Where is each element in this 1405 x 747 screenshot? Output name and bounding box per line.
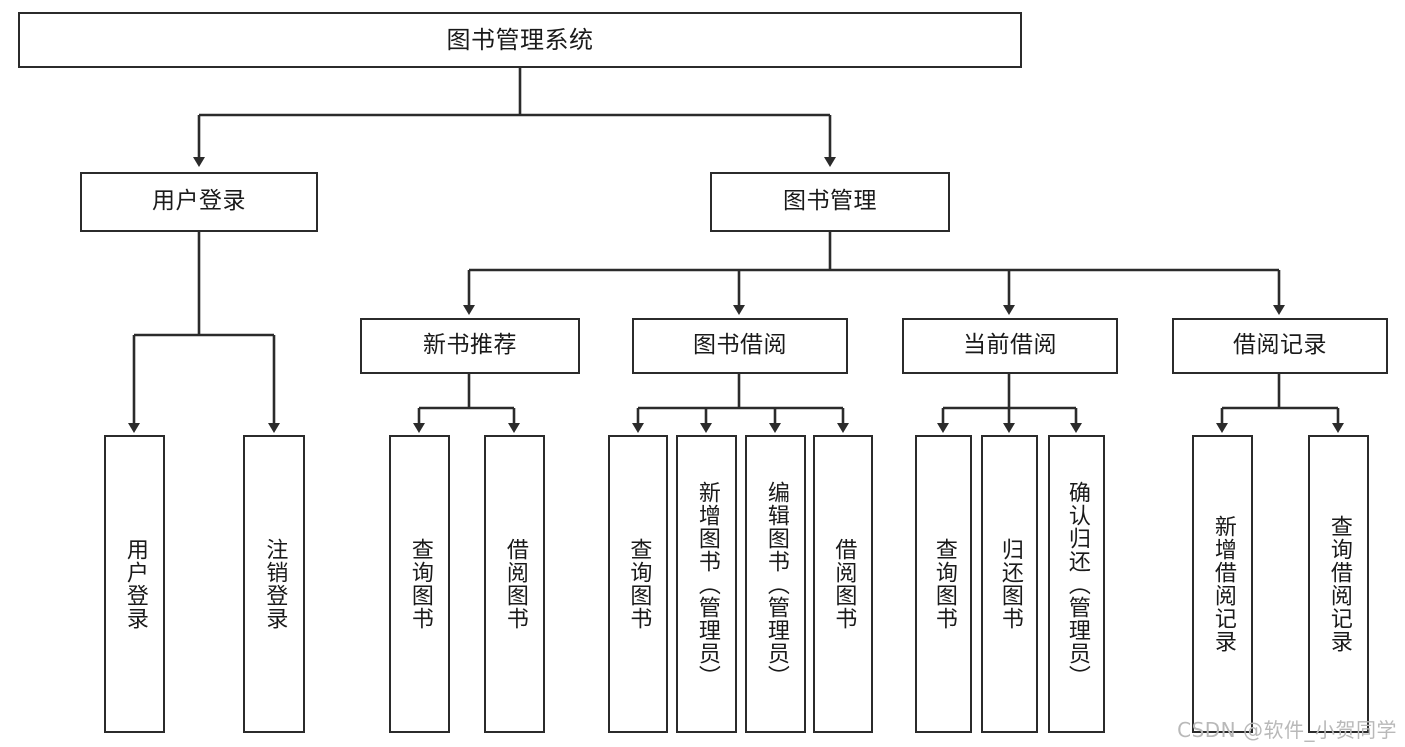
node-book-borrow-label: 图书借阅 [693, 332, 787, 359]
node-leaf-user-logout-label: 注销登录 [262, 538, 288, 630]
node-borrow-records[interactable]: 借阅记录 [1172, 318, 1388, 374]
node-book-management-label: 图书管理 [783, 188, 877, 215]
node-current-borrow-label: 当前借阅 [963, 332, 1057, 359]
node-leaf-add-book-admin-label: 新增图书（管理员） [694, 480, 720, 688]
node-user-login[interactable]: 用户登录 [80, 172, 318, 232]
node-leaf-edit-book-admin[interactable]: 编辑图书（管理员） [745, 435, 806, 733]
node-root[interactable]: 图书管理系统 [18, 12, 1022, 68]
node-new-book-recommend-label: 新书推荐 [423, 332, 517, 359]
node-leaf-query-borrow-record[interactable]: 查询借阅记录 [1308, 435, 1369, 733]
node-leaf-query-book-borrow-label: 查询图书 [626, 538, 652, 630]
node-leaf-query-book-current[interactable]: 查询图书 [915, 435, 972, 733]
node-current-borrow[interactable]: 当前借阅 [902, 318, 1118, 374]
node-leaf-query-book-newbook[interactable]: 查询图书 [389, 435, 450, 733]
node-leaf-borrow-book-borrow[interactable]: 借阅图书 [813, 435, 873, 733]
node-leaf-add-book-admin[interactable]: 新增图书（管理员） [676, 435, 737, 733]
node-leaf-query-book-borrow[interactable]: 查询图书 [608, 435, 668, 733]
node-leaf-return-book[interactable]: 归还图书 [981, 435, 1038, 733]
node-leaf-confirm-return-admin-label: 确认归还（管理员） [1064, 480, 1090, 688]
node-leaf-user-logout[interactable]: 注销登录 [243, 435, 305, 733]
node-new-book-recommend[interactable]: 新书推荐 [360, 318, 580, 374]
node-leaf-return-book-label: 归还图书 [997, 538, 1023, 630]
node-leaf-add-borrow-record-label: 新增借阅记录 [1210, 515, 1236, 653]
node-leaf-edit-book-admin-label: 编辑图书（管理员） [763, 480, 789, 688]
node-leaf-user-login-label: 用户登录 [122, 538, 148, 630]
node-leaf-query-borrow-record-label: 查询借阅记录 [1326, 515, 1352, 653]
node-root-label: 图书管理系统 [446, 25, 594, 54]
node-leaf-add-borrow-record[interactable]: 新增借阅记录 [1192, 435, 1253, 733]
node-borrow-records-label: 借阅记录 [1233, 332, 1327, 359]
node-book-management[interactable]: 图书管理 [710, 172, 950, 232]
node-leaf-borrow-book-newbook[interactable]: 借阅图书 [484, 435, 545, 733]
node-book-borrow[interactable]: 图书借阅 [632, 318, 848, 374]
node-leaf-query-book-newbook-label: 查询图书 [407, 538, 433, 630]
node-leaf-query-book-current-label: 查询图书 [931, 538, 957, 630]
node-leaf-borrow-book-newbook-label: 借阅图书 [502, 538, 528, 630]
node-leaf-user-login[interactable]: 用户登录 [104, 435, 165, 733]
node-leaf-borrow-book-borrow-label: 借阅图书 [831, 538, 857, 630]
node-leaf-confirm-return-admin[interactable]: 确认归还（管理员） [1048, 435, 1105, 733]
node-user-login-label: 用户登录 [152, 188, 246, 215]
